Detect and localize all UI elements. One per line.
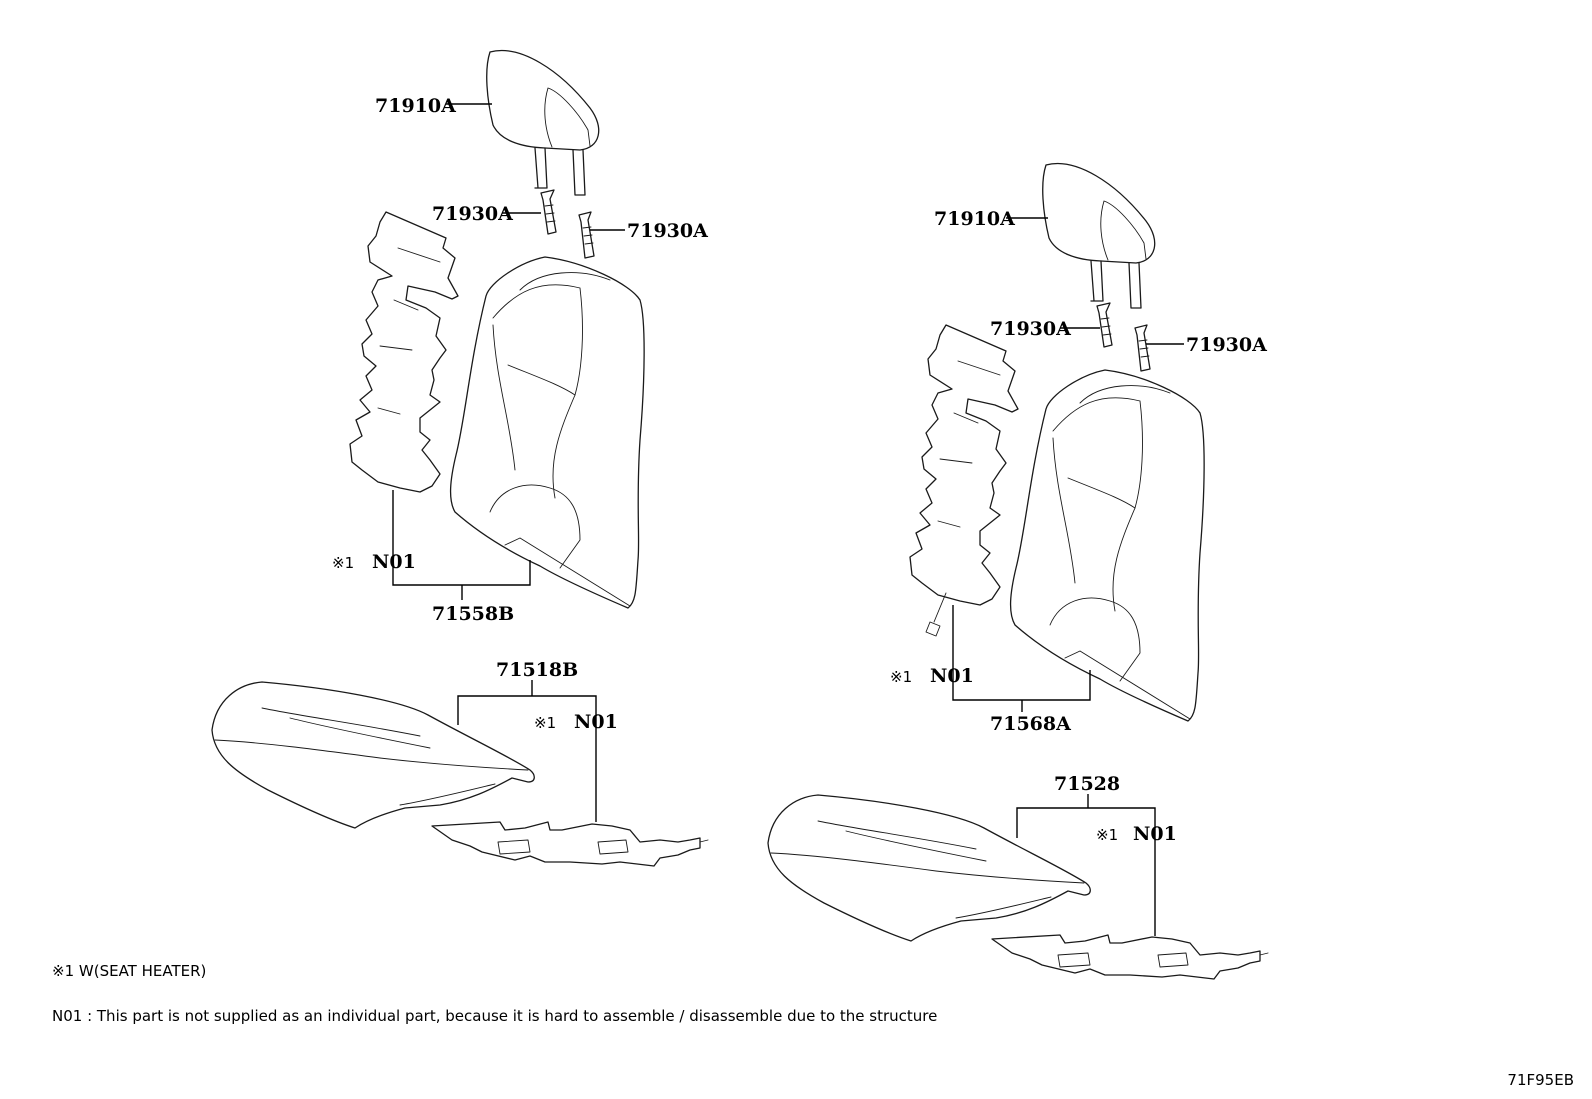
left-seatback — [449, 256, 645, 609]
label-71930a-left-2: 71930A — [627, 220, 708, 242]
right-headrest — [1042, 163, 1156, 309]
left-cushion-heater-mat — [431, 821, 709, 867]
label-n01-cushion-left: N01 — [574, 711, 618, 733]
label-71528: 71528 — [1054, 773, 1120, 795]
label-71558b: 71558B — [432, 603, 514, 625]
right-back-heater-mat — [909, 324, 1019, 637]
left-back-heater-mat — [349, 211, 459, 493]
ref-mark-back-left: ※1 — [332, 554, 354, 572]
label-71568a: 71568A — [990, 713, 1071, 735]
label-n01-back-left: N01 — [372, 551, 416, 573]
label-71910a-left: 71910A — [375, 95, 456, 117]
right-cushion-heater-mat — [991, 934, 1269, 980]
label-n01-back-right: N01 — [930, 665, 974, 687]
ref-note: ※1 W(SEAT HEATER) — [52, 962, 207, 980]
label-71930a-left-1: 71930A — [432, 203, 513, 225]
figure-code: 71F95EB — [1507, 1071, 1574, 1089]
leader-lines — [392, 103, 1184, 936]
ref-mark-cushion-left: ※1 — [534, 714, 556, 732]
left-seat-cushion — [211, 681, 535, 829]
right-headrest-guides — [1096, 302, 1151, 372]
part-labels: 71910A 71930A 71930A ※1 N01 71558B 71518… — [332, 95, 1267, 845]
ref-mark-cushion-right: ※1 — [1096, 826, 1118, 844]
label-71518b: 71518B — [496, 659, 578, 681]
label-71910a-right: 71910A — [934, 208, 1015, 230]
left-headrest-guides — [540, 189, 595, 259]
right-seatback — [1009, 369, 1205, 722]
label-71930a-right-1: 71930A — [990, 318, 1071, 340]
n01-note: N01 : This part is not supplied as an in… — [52, 1007, 938, 1025]
label-n01-cushion-right: N01 — [1133, 823, 1177, 845]
right-seat-cushion — [767, 794, 1091, 942]
left-headrest — [486, 50, 600, 196]
label-71930a-right-2: 71930A — [1186, 334, 1267, 356]
right-seat-assembly — [767, 163, 1269, 980]
ref-mark-back-right: ※1 — [890, 668, 912, 686]
left-seat-assembly — [211, 50, 709, 867]
